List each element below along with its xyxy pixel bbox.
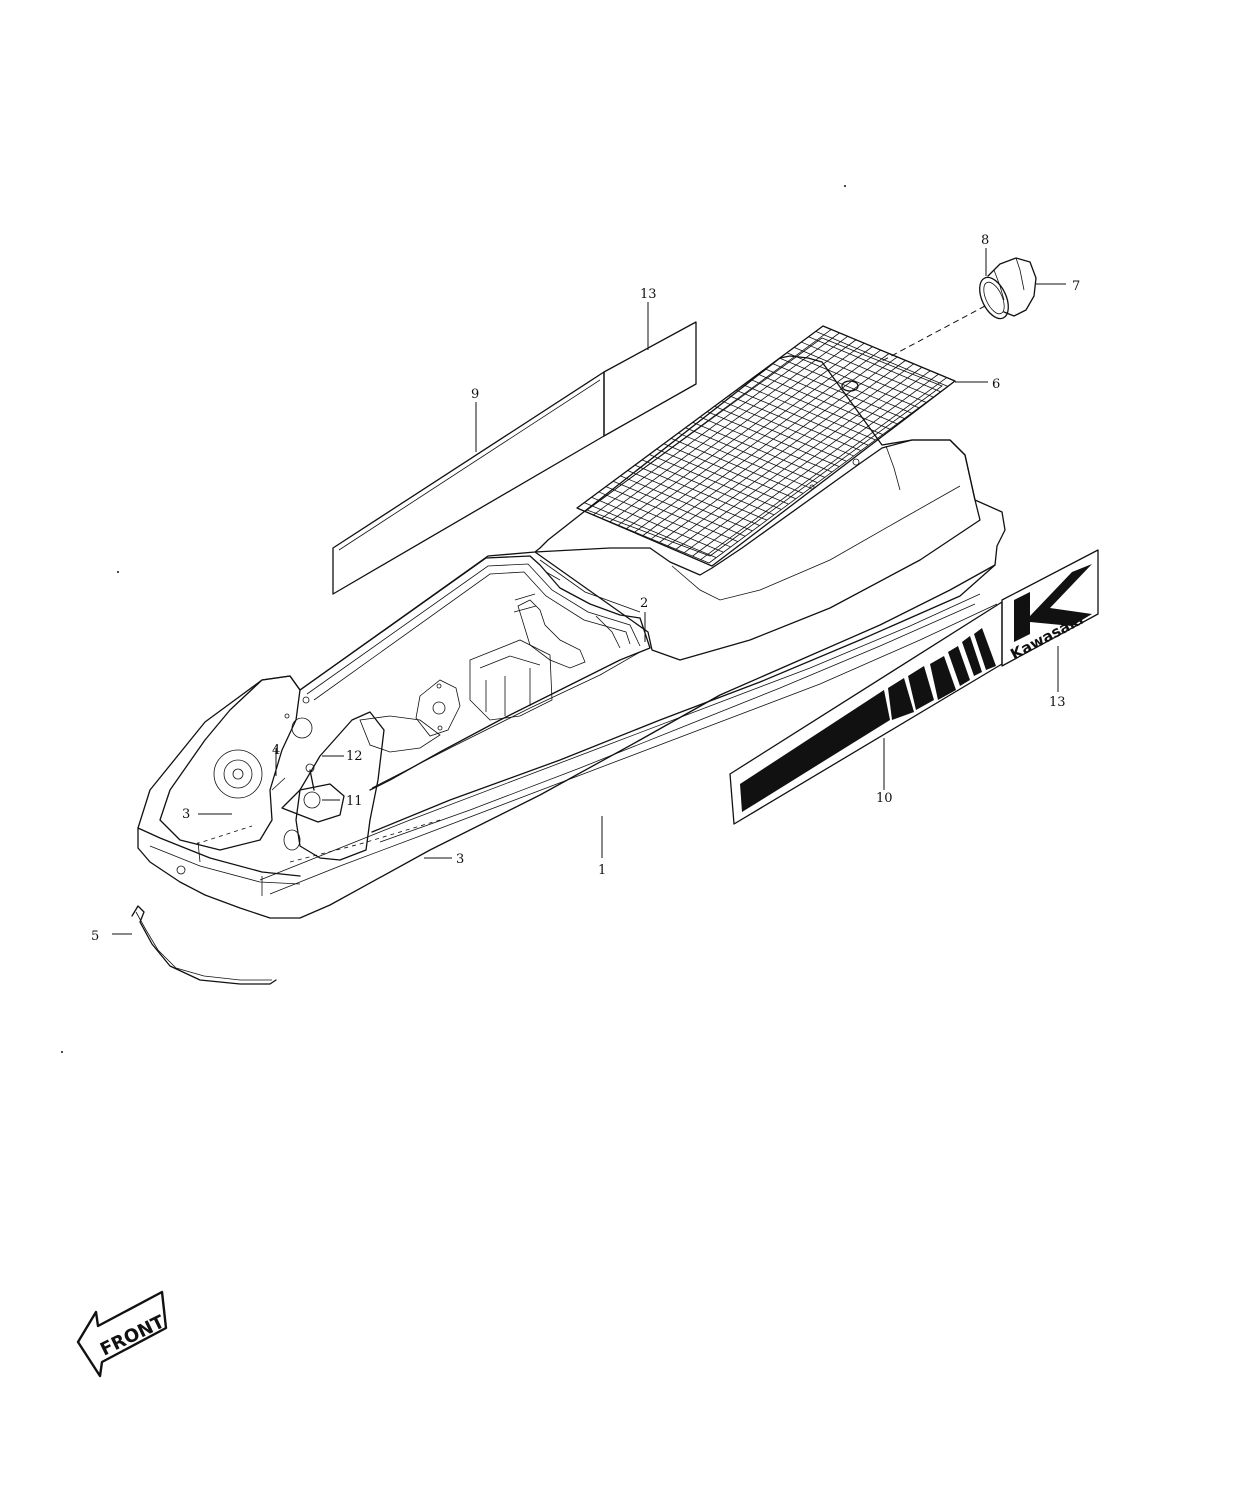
callout-2: 2: [640, 596, 648, 611]
decal-13-kawasaki: Kawasaki: [1001, 549, 1099, 667]
cockpit-trim: [299, 555, 651, 791]
kawasaki-k-logo: [1014, 564, 1092, 642]
engine-compartment: [359, 571, 621, 753]
callout-3: 3: [456, 852, 464, 867]
hose-part-5: [131, 905, 277, 985]
callout-9: 9: [471, 387, 479, 402]
callout-4: 4: [272, 743, 280, 758]
callout-11: 11: [346, 794, 363, 809]
decal-13-upper: [603, 321, 697, 437]
front-label: FRONT: [97, 1311, 169, 1360]
handle-pole: [159, 675, 385, 861]
rear-deck: [534, 439, 981, 661]
callout-12: 12: [346, 749, 363, 764]
decal-10-stripe: [729, 601, 1003, 825]
front-direction-arrow: FRONT: [76, 1290, 169, 1378]
ring-part-8: [979, 276, 1009, 320]
callout-10: 10: [876, 791, 893, 806]
callout-13: 13: [640, 287, 657, 302]
callout-5: 5: [91, 929, 99, 944]
callout-8: 8: [981, 233, 989, 248]
decal-9: [332, 371, 605, 595]
callout-6: 6: [992, 377, 1000, 392]
callout-1: 1: [598, 863, 606, 878]
deck-mat: [576, 325, 956, 567]
callout-3: 3: [182, 807, 190, 822]
leader-lines: [112, 248, 1066, 935]
duct-part-7: [987, 257, 1037, 317]
callout-13: 13: [1049, 695, 1066, 710]
callout-7: 7: [1072, 279, 1080, 294]
hull-body: [137, 355, 1006, 919]
